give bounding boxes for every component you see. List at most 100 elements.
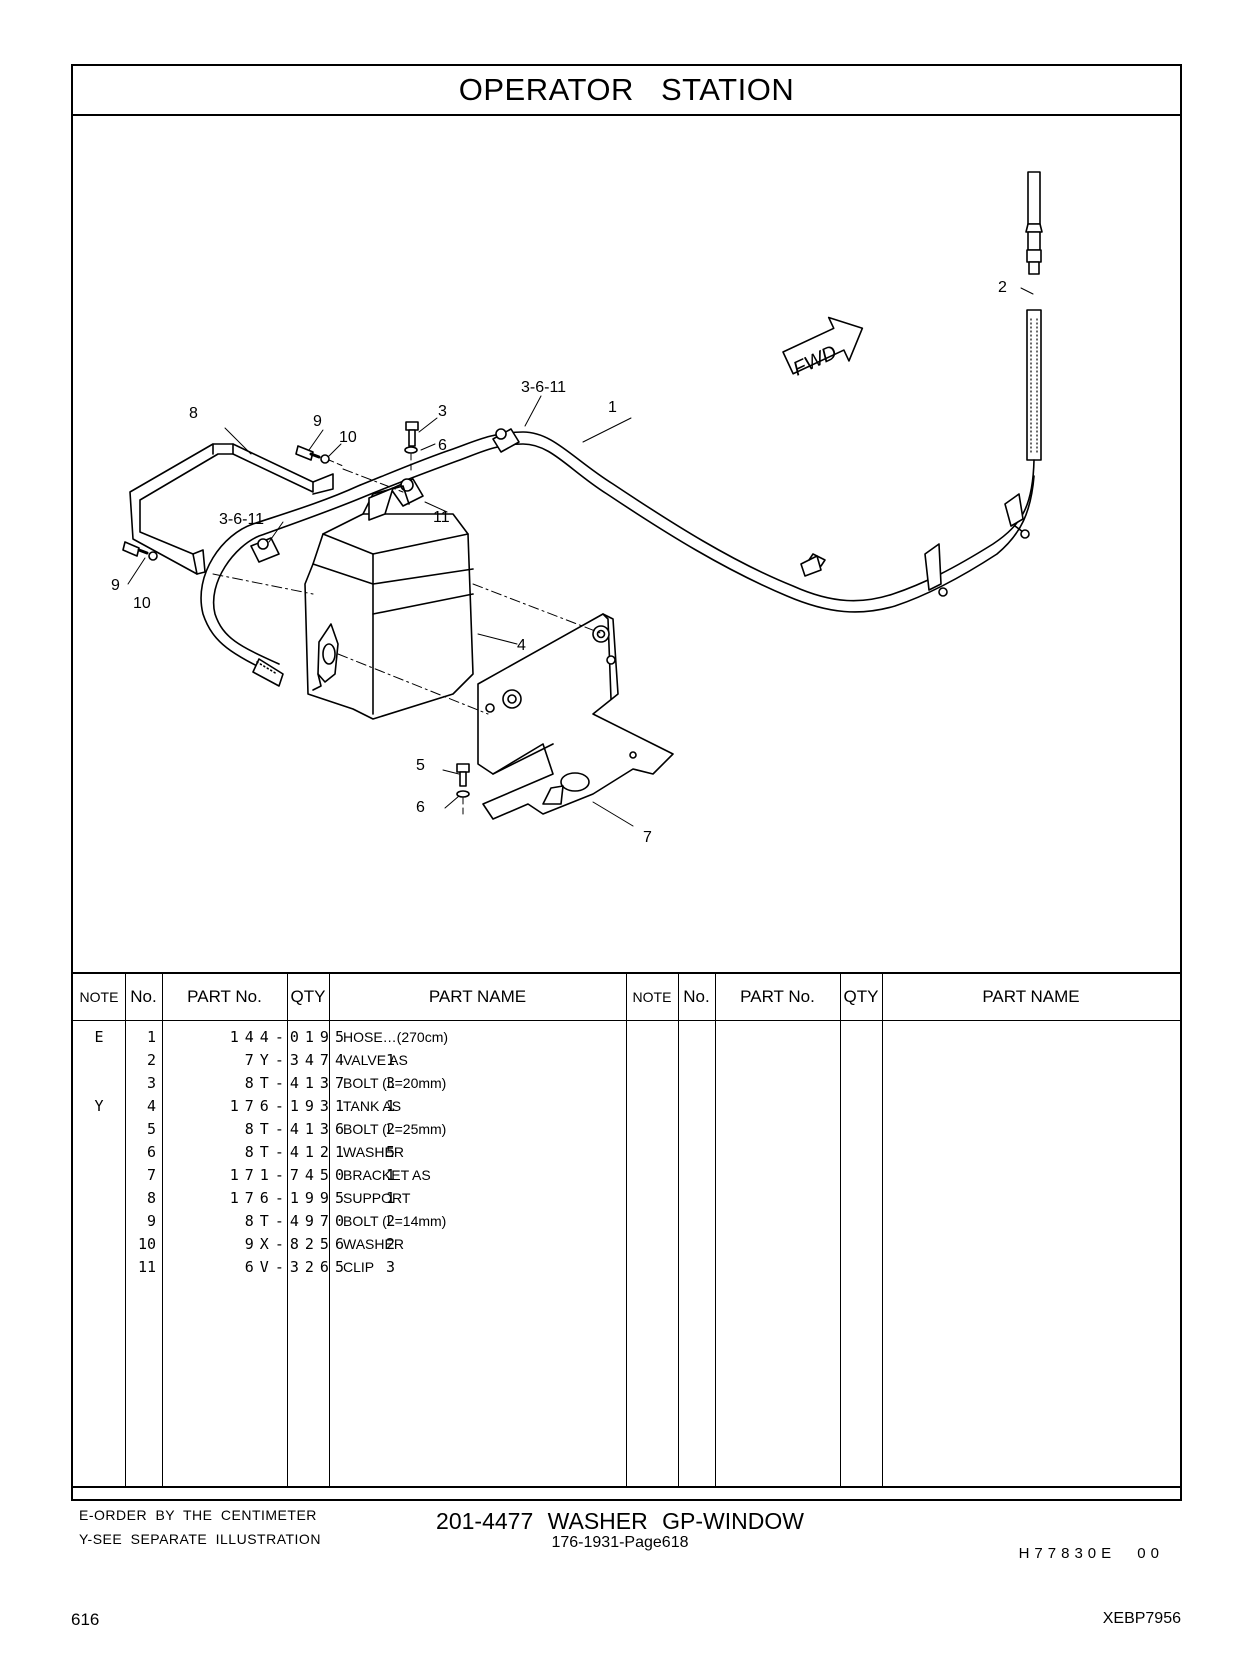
row-note: Y bbox=[94, 1097, 104, 1115]
column-divider bbox=[678, 974, 679, 1488]
note-y: Y-SEE SEPARATE ILLUSTRATION bbox=[79, 1531, 321, 1547]
callout-label: 6 bbox=[416, 799, 425, 816]
column-divider bbox=[882, 974, 883, 1488]
column-divider bbox=[287, 974, 288, 1488]
header-note: NOTE bbox=[79, 989, 119, 1005]
row-part-number: 171-7450 bbox=[229, 1166, 350, 1184]
bolt-washer-top bbox=[404, 421, 419, 475]
callout-label: 3 bbox=[438, 403, 447, 420]
row-part-number: 8T-4121 bbox=[244, 1143, 350, 1161]
header-qty: QTY bbox=[843, 987, 879, 1006]
column-divider bbox=[840, 974, 841, 1488]
parts-table: NOTE No. PART No. QTY PART NAME NOTE No.… bbox=[73, 972, 1180, 1488]
row-quantity: 3 bbox=[385, 1074, 395, 1092]
row-quantity: 3 bbox=[385, 1258, 395, 1276]
callout-label: 7 bbox=[643, 829, 652, 846]
bolts-left bbox=[122, 445, 344, 561]
row-quantity: 1 bbox=[385, 1097, 395, 1115]
column-divider bbox=[626, 974, 627, 1488]
row-number: 9 bbox=[146, 1212, 156, 1230]
row-quantity: 2 bbox=[385, 1212, 395, 1230]
row-number: 6 bbox=[146, 1143, 156, 1161]
callout-label: 1 bbox=[608, 399, 617, 416]
row-number: 4 bbox=[146, 1097, 156, 1115]
callout-label: 3-6-11 bbox=[521, 379, 566, 396]
notes-divider bbox=[73, 1486, 1180, 1488]
callout-label: 6 bbox=[438, 437, 447, 454]
row-quantity: 2 bbox=[385, 1120, 395, 1138]
callout-label: 10 bbox=[133, 595, 151, 612]
row-quantity: 5 bbox=[385, 1143, 395, 1161]
group-title: 201-4477 WASHER GP-WINDOW bbox=[436, 1508, 804, 1534]
callout-label: 4 bbox=[517, 637, 526, 654]
row-part-name: VALVE AS bbox=[343, 1052, 408, 1068]
row-quantity: 1 bbox=[385, 1051, 395, 1069]
row-quantity: 1 bbox=[385, 1189, 395, 1207]
column-divider bbox=[125, 974, 126, 1488]
document-code: XEBP7956 bbox=[1102, 1610, 1181, 1627]
row-part-name: BRACKET AS bbox=[343, 1167, 431, 1183]
header-part-no: PART No. bbox=[187, 987, 262, 1006]
bolt-washer-bottom bbox=[456, 763, 470, 815]
row-part-name: SUPPORT bbox=[343, 1190, 411, 1206]
fwd-arrow-icon bbox=[782, 316, 864, 375]
column-divider bbox=[715, 974, 716, 1488]
callout-label: 5 bbox=[416, 757, 425, 774]
header-part-no: PART No. bbox=[740, 987, 815, 1006]
parts-sheet: OPERATOR STATION bbox=[71, 64, 1182, 1562]
row-number: 1 bbox=[146, 1028, 156, 1046]
page-number: 616 bbox=[71, 1610, 100, 1629]
section-title: OPERATOR STATION bbox=[73, 66, 1180, 116]
row-quantity: 1 bbox=[385, 1166, 395, 1184]
row-number: 7 bbox=[146, 1166, 156, 1184]
row-part-name: WASHER bbox=[343, 1144, 404, 1160]
hose-clips bbox=[250, 428, 1030, 597]
valve-part bbox=[1025, 171, 1043, 461]
exploded-parts-illustration: 2 3-6-11 1 8 9 10 3 6 11 3-6-11 9 10 4 5… bbox=[111, 171, 1043, 846]
support-bracket bbox=[129, 443, 334, 575]
row-number: 11 bbox=[137, 1258, 156, 1276]
row-part-name: WASHER bbox=[343, 1236, 404, 1252]
header-no: No. bbox=[683, 987, 710, 1006]
column-divider bbox=[162, 974, 163, 1488]
row-part-name: BOLT (L=20mm) bbox=[343, 1075, 447, 1091]
column-divider bbox=[329, 974, 330, 1488]
subtitle: 176-1931-Page618 bbox=[551, 1534, 689, 1551]
row-part-number: 176-1995 bbox=[229, 1189, 350, 1207]
note-e: E-ORDER BY THE CENTIMETER bbox=[79, 1507, 317, 1523]
callout-label: 2 bbox=[998, 279, 1007, 296]
tank-bracket bbox=[477, 613, 674, 820]
row-note: E bbox=[94, 1028, 104, 1046]
row-part-number: 8T-4970 bbox=[244, 1212, 350, 1230]
row-part-name: CLIP bbox=[343, 1259, 375, 1275]
row-part-name: TANK AS bbox=[343, 1098, 402, 1114]
header-no: No. bbox=[130, 987, 157, 1006]
callout-label: 3-6-11 bbox=[219, 511, 264, 528]
header-part-name: PART NAME bbox=[428, 987, 527, 1006]
callout-label: 10 bbox=[339, 429, 357, 446]
row-number: 8 bbox=[146, 1189, 156, 1207]
row-part-name: HOSE…(270cm) bbox=[343, 1029, 449, 1045]
row-part-name: BOLT (L=14mm) bbox=[343, 1213, 447, 1229]
callout-label: 11 bbox=[433, 509, 450, 526]
header-divider bbox=[73, 1020, 1180, 1021]
row-number: 5 bbox=[146, 1120, 156, 1138]
header-part-name: PART NAME bbox=[982, 987, 1080, 1006]
header-qty: QTY bbox=[290, 987, 326, 1006]
callout-label: 9 bbox=[313, 413, 322, 430]
row-quantity: 2 bbox=[385, 1235, 395, 1253]
row-part-number: 176-1931 bbox=[229, 1097, 350, 1115]
washer-tank bbox=[304, 485, 474, 720]
header-note: NOTE bbox=[632, 989, 672, 1005]
